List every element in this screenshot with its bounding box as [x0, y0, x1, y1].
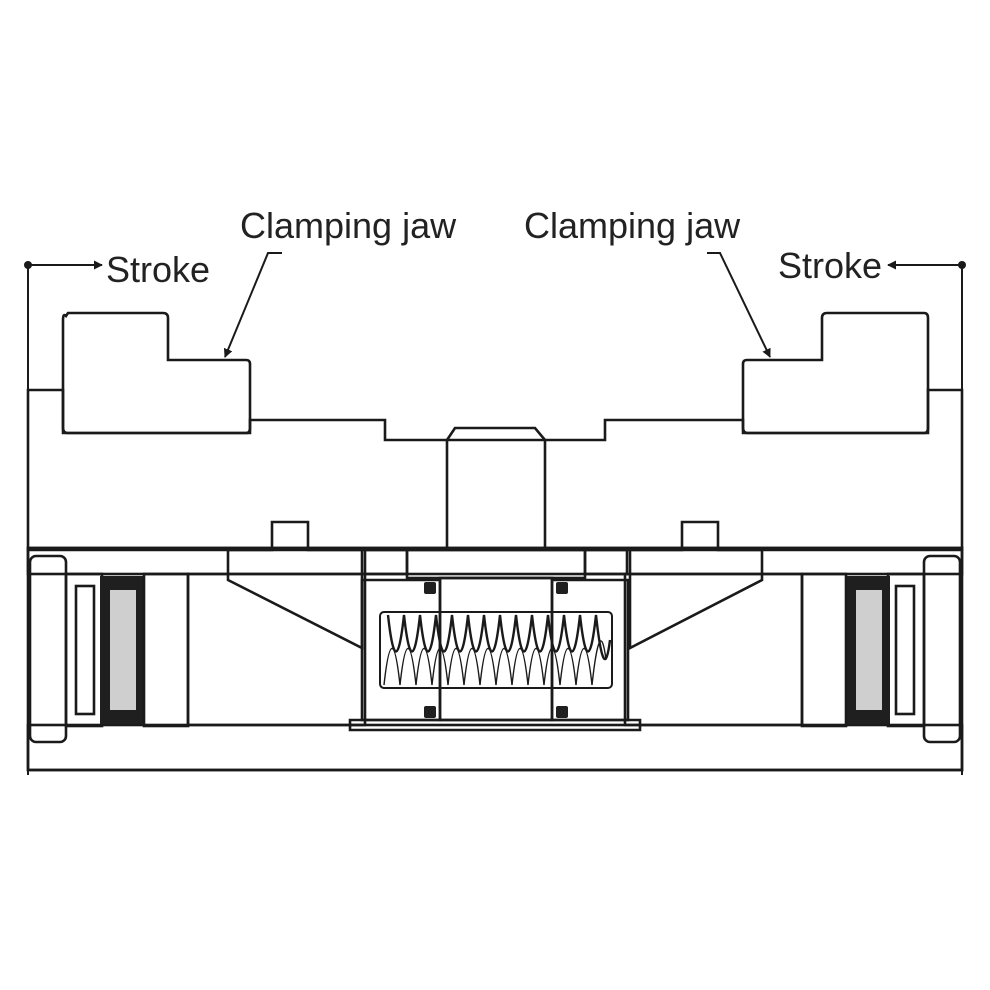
left-piston: [186, 572, 367, 727]
stroke-label-right: Stroke: [778, 245, 882, 286]
left-end-cap: [28, 554, 68, 744]
left-wedge-hook: [226, 520, 364, 651]
right-piston: [623, 572, 804, 727]
right-jaw-leader: [707, 252, 771, 358]
right-end-cap: [922, 554, 962, 744]
right-clamping-jaw: [741, 311, 930, 435]
clamping-jaw-label-left: Clamping jaw: [240, 205, 457, 246]
compression-spring: [386, 614, 612, 661]
cylinder-body: [26, 546, 964, 772]
stroke-label-left: Stroke: [106, 249, 210, 290]
clamping-jaw-label-right: Clamping jaw: [524, 205, 741, 246]
left-jaw-leader: [223, 252, 282, 358]
left-clamping-jaw: [61, 311, 252, 435]
upper-housing: [26, 388, 964, 552]
center-guide-pin: [445, 426, 547, 548]
right-wedge-hook: [628, 520, 764, 651]
o-ring: [424, 582, 436, 594]
bottom-plate: [26, 723, 964, 772]
